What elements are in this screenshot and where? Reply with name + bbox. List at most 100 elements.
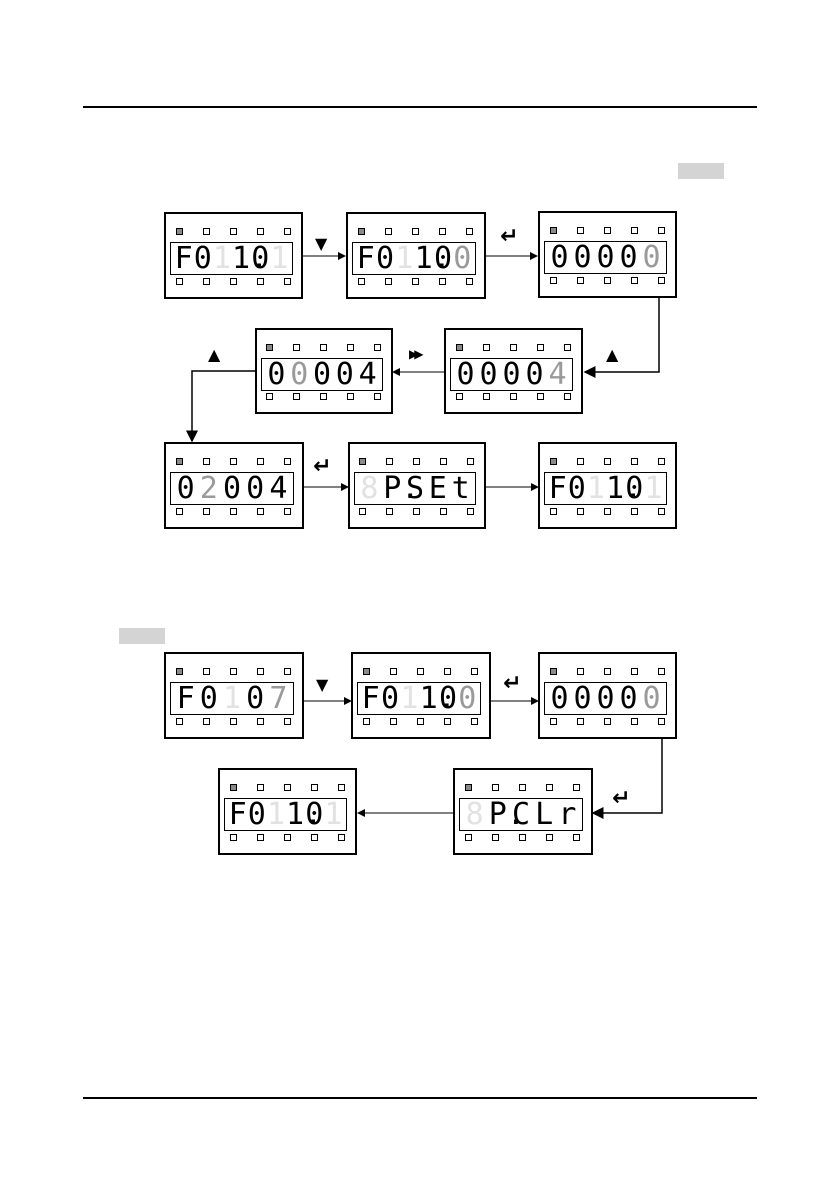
status-led-indicator [577, 508, 584, 515]
arrow-a5-a6 [192, 371, 255, 441]
status-led-indicator [385, 228, 392, 235]
status-led-indicator [230, 508, 237, 515]
status-led-indicator [203, 508, 210, 515]
status-led-indicator [385, 278, 392, 285]
status-led-indicator [456, 344, 463, 351]
lcd-digit: 0 [177, 474, 195, 504]
lcd-digit: 1. [420, 684, 438, 714]
status-led-indicator [284, 834, 291, 841]
status-led-indicator [440, 458, 447, 465]
status-led-indicator [465, 834, 472, 841]
status-led-indicator [230, 458, 237, 465]
lcd-digit: 0 [551, 243, 569, 273]
status-led-indicator [284, 668, 291, 675]
lcd-digit: 0 [643, 243, 661, 273]
status-led-indicator [320, 393, 327, 400]
lcd-digit: 0 [453, 244, 471, 274]
keypad-display-panel: F011.01 [538, 442, 677, 529]
lcd-digit: 1. [286, 800, 304, 830]
lcd-digit: 0 [568, 474, 586, 504]
down-key-icon: ▼ [316, 677, 328, 693]
status-led-indicator [519, 834, 526, 841]
status-led-indicator [550, 508, 557, 515]
status-led-indicator [519, 784, 526, 791]
lcd-digit: C [512, 800, 530, 830]
lcd-digit: 0 [574, 243, 592, 273]
status-led-indicator [550, 458, 557, 465]
status-led-indicator [604, 668, 611, 675]
lcd-digit: 0 [434, 244, 452, 274]
status-led-indicator [386, 508, 393, 515]
status-led-indicator [604, 277, 611, 284]
status-led-indicator [203, 458, 210, 465]
status-led-indicator [359, 458, 366, 465]
up-key-icon: ▲ [606, 347, 618, 363]
lcd-digit: 0 [251, 244, 269, 274]
status-led-indicator [230, 718, 237, 725]
status-led-indicator [176, 228, 183, 235]
status-led-indicator [440, 508, 447, 515]
status-led-indicator [577, 718, 584, 725]
status-led-indicator [550, 668, 557, 675]
lcd-digit: 0 [376, 244, 394, 274]
lcd-digit: 1 [324, 800, 342, 830]
lcd-digit: 0 [597, 243, 615, 273]
status-led-indicator [492, 834, 499, 841]
status-led-indicator [456, 393, 463, 400]
status-led-indicator [338, 834, 345, 841]
status-led-indicator [266, 393, 273, 400]
status-led-indicator [311, 784, 318, 791]
status-led-indicator [631, 458, 638, 465]
status-led-indicator [604, 227, 611, 234]
status-led-indicator [537, 393, 544, 400]
lcd-display: F011.01 [544, 472, 667, 505]
lcd-digit: 4 [269, 474, 287, 504]
lcd-digit: 0 [457, 360, 475, 390]
keypad-display-panel: F0107 [164, 652, 304, 739]
status-led-indicator [386, 458, 393, 465]
status-led-indicator [257, 278, 264, 285]
lcd-digit: 0 [439, 684, 457, 714]
lcd-digit: F [549, 474, 567, 504]
status-led-indicator [257, 508, 264, 515]
lcd-digit: 1. [415, 244, 433, 274]
lcd-display: 00004 [261, 358, 383, 391]
status-led-indicator [417, 718, 424, 725]
status-led-indicator [550, 718, 557, 725]
status-led-indicator [176, 278, 183, 285]
status-led-indicator [631, 718, 638, 725]
lcd-display: 8P.SEt [354, 472, 476, 505]
lcd-digit: 0 [503, 360, 521, 390]
lcd-digit: F [357, 244, 375, 274]
status-led-indicator [631, 668, 638, 675]
status-led-indicator [390, 668, 397, 675]
status-led-indicator [374, 344, 381, 351]
lcd-digit: E [429, 474, 447, 504]
lcd-digit: 0 [223, 474, 241, 504]
status-led-indicator [284, 718, 291, 725]
status-led-indicator [550, 277, 557, 284]
status-led-indicator [203, 278, 210, 285]
lcd-digit: 0 [458, 684, 476, 714]
status-led-indicator [176, 458, 183, 465]
lcd-display: 00000 [544, 682, 667, 715]
lcd-display: 8P.CLr [459, 798, 583, 831]
status-led-indicator [412, 278, 419, 285]
status-led-indicator [577, 277, 584, 284]
status-led-indicator [631, 227, 638, 234]
enter-key-icon: ↵ [313, 456, 331, 478]
lcd-digit: 0 [526, 360, 544, 390]
status-led-indicator [546, 784, 553, 791]
arrow-a3-a4 [585, 298, 659, 372]
status-led-indicator [230, 228, 237, 235]
enter-key-icon: ↵ [500, 226, 518, 248]
status-led-indicator [203, 718, 210, 725]
lcd-digit: 0 [313, 360, 331, 390]
status-led-indicator [338, 784, 345, 791]
status-led-indicator [358, 278, 365, 285]
lcd-digit: 4 [549, 360, 567, 390]
